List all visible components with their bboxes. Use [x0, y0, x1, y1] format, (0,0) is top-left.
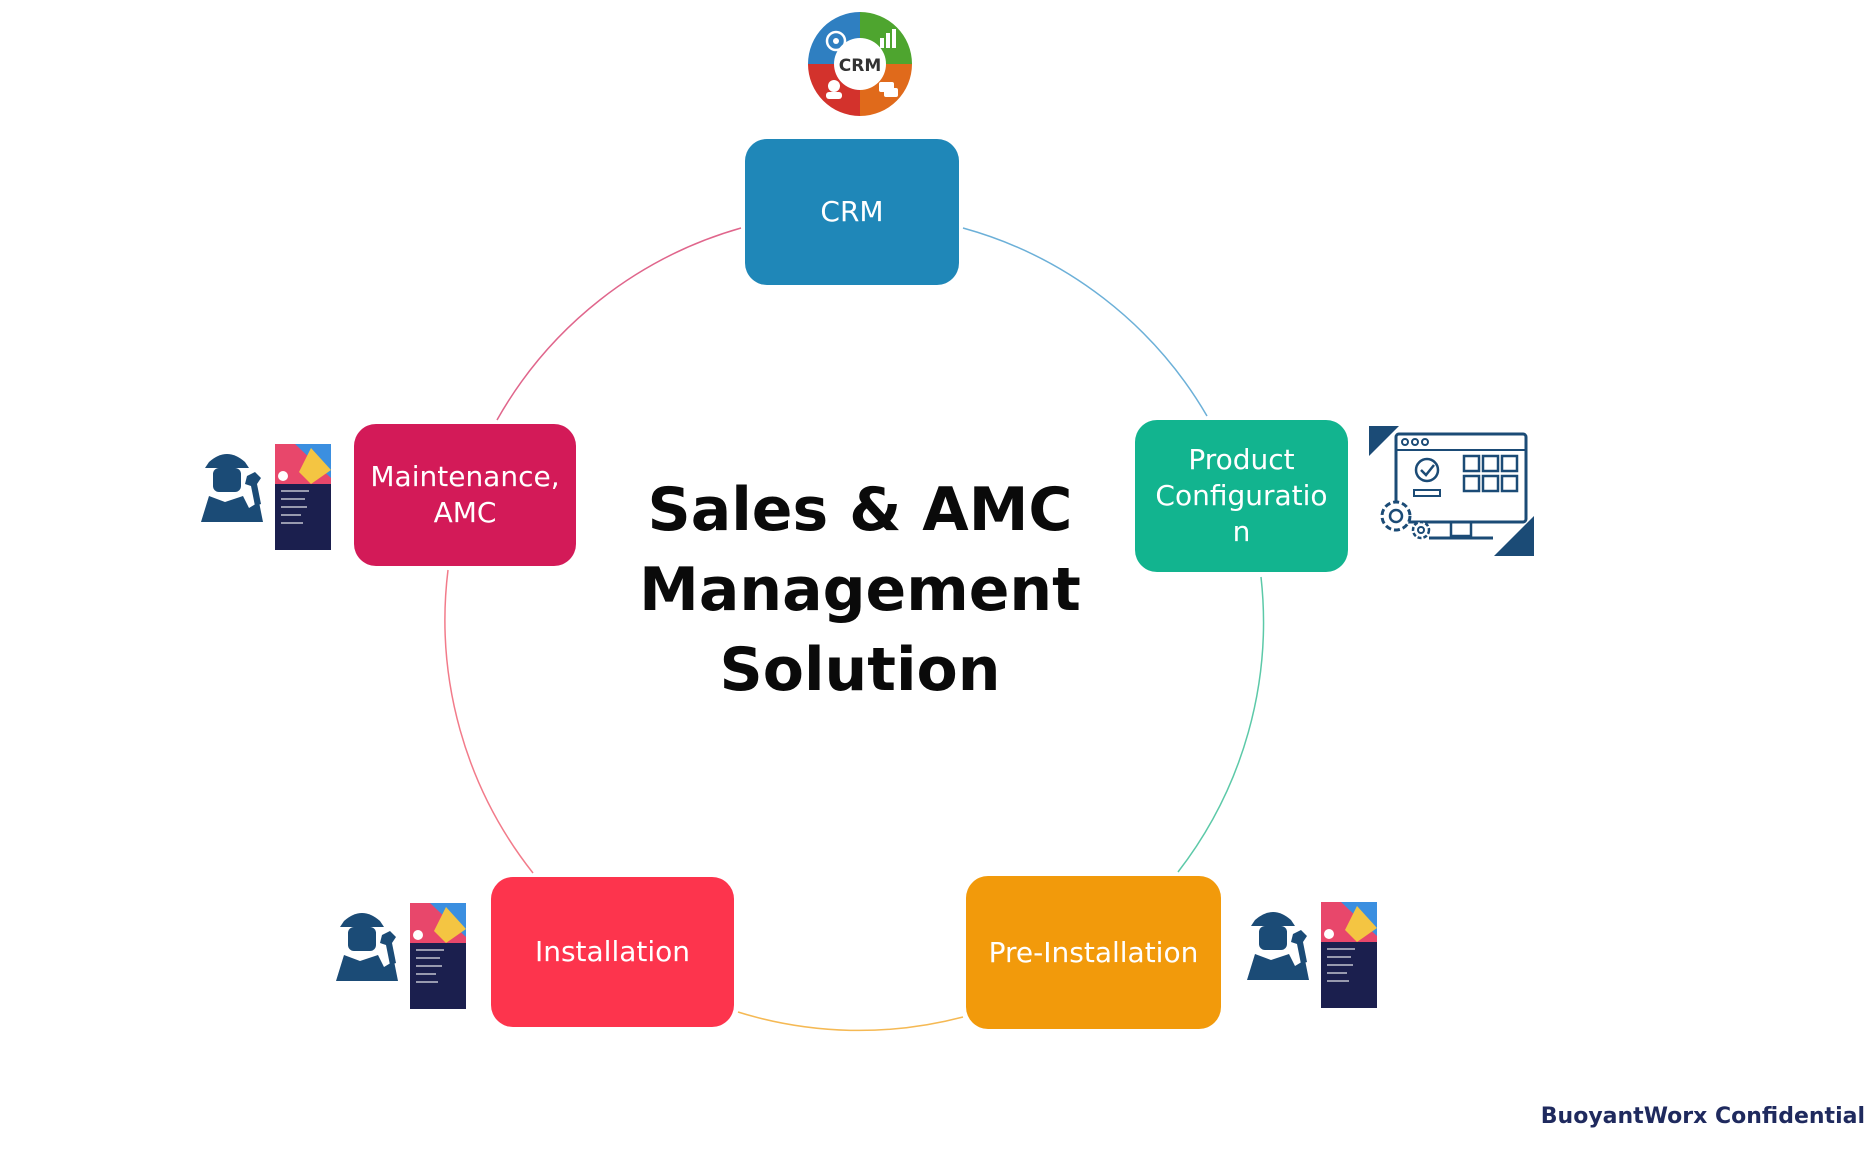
- connector-maintenance-to-crm: [496, 227, 742, 421]
- node-maintenance-amc: Maintenance, AMC: [354, 424, 576, 566]
- crm-logo-icon: CRM: [808, 12, 912, 116]
- node-crm: CRM: [745, 139, 959, 285]
- node-installation: Installation: [491, 877, 734, 1027]
- connector-pre-installation-to-installation: [737, 1011, 964, 1032]
- monitor-settings-icon: [1369, 426, 1534, 556]
- connector-product-to-pre-installation: [1177, 576, 1265, 873]
- technician-mobile-icon-maintenance: [201, 444, 331, 550]
- center-title: Sales & AMC Management Solution: [639, 475, 1081, 705]
- node-product-configuration: Product Configuratio n: [1135, 420, 1348, 572]
- technician-mobile-icon-installation: [336, 903, 466, 1009]
- technician-mobile-icon-pre-installation: [1247, 902, 1377, 1008]
- connector-crm-to-product: [962, 227, 1208, 417]
- connector-installation-to-maintenance: [444, 569, 534, 874]
- confidential-footer: BuoyantWorx Confidential: [1540, 1104, 1865, 1129]
- node-pre-installation: Pre-Installation: [966, 876, 1221, 1029]
- crm-logo-text: CRM: [839, 56, 881, 76]
